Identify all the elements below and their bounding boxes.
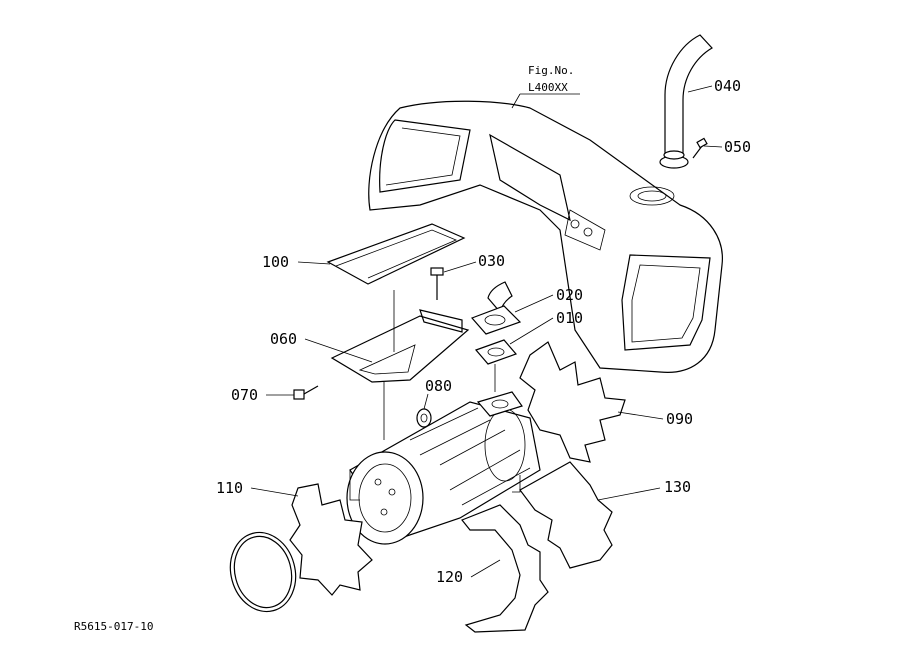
heat-cover-upper [519,341,626,463]
fig-code: L400XX [528,81,568,94]
washer [416,408,432,428]
heat-shield [330,290,470,440]
fig-label: Fig.No. [528,64,574,77]
muffler-body [346,391,541,545]
callout-050: 050 [724,138,751,156]
callout-070: 070 [231,386,258,404]
hood-cover [368,100,723,373]
callout-010: 010 [556,309,583,327]
exhaust-pipe [659,34,713,169]
gasket [474,339,518,392]
bolt-030 [430,267,444,300]
o-ring [229,531,297,613]
callout-060: 060 [270,330,297,348]
drawing-code: R5615-017-10 [74,620,153,633]
callout-130: 130 [664,478,691,496]
callout-110: 110 [216,479,243,497]
heat-cover-bottom [461,504,549,633]
callout-080: 080 [425,377,452,395]
callout-020: 020 [556,286,583,304]
callout-030: 030 [478,252,505,270]
callout-090: 090 [666,410,693,428]
cover-plate [326,223,466,285]
heat-cover-left [289,483,373,596]
bolt-070 [293,385,319,400]
heat-cover-right [519,461,613,569]
callout-040: 040 [714,77,741,95]
callout-120: 120 [436,568,463,586]
callout-100: 100 [262,253,289,271]
bolt-050 [692,137,708,159]
elbow-pipe [470,281,522,335]
